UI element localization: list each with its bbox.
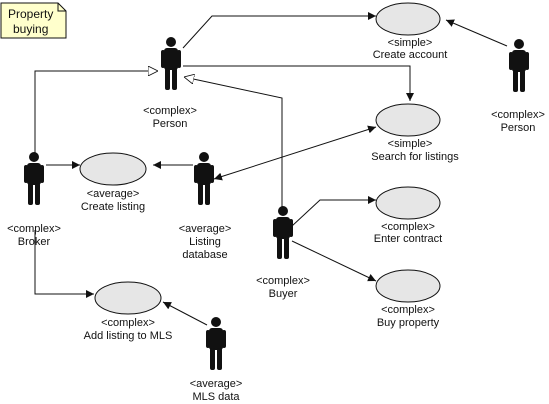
link-person-create-account: [182, 12, 376, 49]
use-case-label: Create account: [373, 49, 448, 61]
use-case-stereotype: <simple>: [388, 37, 433, 49]
link-buyer-enter-contract: [291, 196, 376, 227]
link-db-search: [213, 125, 377, 181]
actor-figure-icon: [24, 152, 44, 205]
link-broker-add-mls: [34, 230, 94, 298]
actor-label: Broker: [18, 236, 51, 248]
use-case-stereotype: <average>: [87, 188, 140, 200]
use-case-search-listings[interactable]: <simple> Search for listings: [371, 103, 459, 163]
actor-label: Buyer: [269, 288, 298, 300]
use-case-stereotype: <simple>: [388, 138, 433, 150]
use-case-label: Buy property: [377, 317, 440, 329]
use-case-label: Enter contract: [374, 233, 442, 245]
actor-figure-icon: [206, 317, 226, 370]
actor-label-line-2: database: [182, 249, 227, 261]
actor-figure-icon: [273, 206, 293, 259]
actor-listing-database[interactable]: [194, 152, 214, 205]
use-case-add-listing-mls[interactable]: <complex> Add listing to MLS: [84, 281, 173, 342]
use-case-label: Add listing to MLS: [84, 330, 173, 342]
link-mls-add-mls: [162, 301, 208, 326]
actor-broker[interactable]: [24, 152, 44, 205]
link-person-search: [183, 65, 414, 101]
actor-figure-icon: [161, 37, 181, 90]
actors: <complex> Person <complex> Person: [7, 37, 545, 403]
link-right-person-create-account: [445, 19, 508, 47]
actor-figure-icon: [509, 39, 529, 92]
actor-label: Person: [153, 118, 188, 130]
use-case-buy-property[interactable]: <complex> Buy property: [375, 269, 441, 329]
link-buyer-buy-property: [291, 240, 377, 282]
use-case-label: Create listing: [81, 201, 145, 213]
actor-stereotype: <complex>: [491, 109, 545, 121]
use-case-label: Search for listings: [371, 151, 459, 163]
use-cases: <simple> Create account <simple> Search …: [79, 2, 459, 342]
note-line-1: Property: [8, 7, 53, 21]
relationships: [34, 12, 508, 326]
actor-person-right[interactable]: [509, 39, 529, 92]
use-case-stereotype: <complex>: [381, 304, 435, 316]
use-case-stereotype: <complex>: [381, 221, 435, 233]
actor-person-main[interactable]: [161, 37, 181, 90]
actor-label: Listing: [189, 236, 221, 248]
use-case-create-account[interactable]: <simple> Create account: [373, 2, 448, 61]
note-line-2: buying: [13, 22, 48, 36]
actor-stereotype: <complex>: [143, 105, 197, 117]
actor-label: Person: [501, 122, 536, 134]
actor-buyer[interactable]: [273, 206, 293, 259]
actor-stereotype: <complex>: [256, 275, 310, 287]
actor-stereotype: <average>: [179, 223, 232, 235]
actor-mls-data[interactable]: [206, 317, 226, 370]
use-case-stereotype: <complex>: [101, 317, 155, 329]
actor-stereotype: <average>: [190, 378, 243, 390]
actor-stereotype: <complex>: [7, 223, 61, 235]
actor-figure-icon: [194, 152, 214, 205]
generalization-broker-person: [34, 71, 158, 158]
diagram-note: Property buying: [0, 2, 67, 39]
use-case-enter-contract[interactable]: <complex> Enter contract: [374, 186, 442, 245]
actor-label: MLS data: [192, 391, 240, 403]
use-case-create-listing[interactable]: <average> Create listing: [79, 152, 147, 213]
